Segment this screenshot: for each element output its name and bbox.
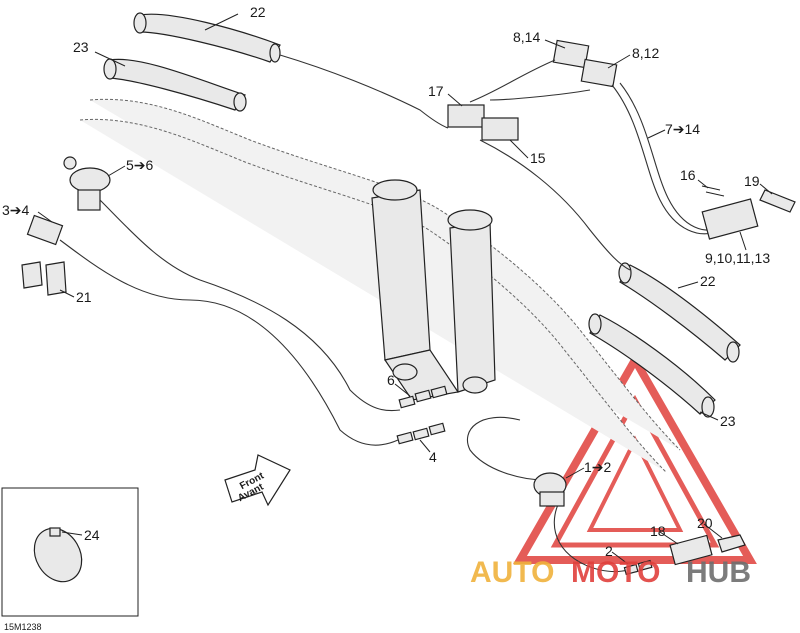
switch-1-2: [533, 472, 567, 507]
callout-22-top: 22: [250, 4, 266, 20]
callout-19: 19: [744, 173, 760, 189]
connector-8-12: [580, 58, 618, 88]
callout-24: 24: [84, 527, 100, 543]
connector-17: [447, 104, 485, 128]
callout-4: 4: [429, 449, 437, 465]
callout-3-4: 3➔4: [2, 202, 30, 218]
switch-3-4: [26, 214, 64, 246]
callout-17: 17: [428, 83, 444, 99]
harness-7-14: [611, 82, 726, 235]
leader-lines: [37, 13, 773, 565]
watermark-moto: MOTO: [571, 556, 660, 589]
tab-19: [759, 189, 796, 213]
thumb-heater-switch-5-6: [63, 156, 111, 211]
callout-5-6: 5➔6: [126, 157, 154, 173]
callout-7-14: 7➔14: [665, 121, 700, 137]
callout-16: 16: [680, 167, 696, 183]
callout-18: 18: [650, 523, 666, 539]
terminals-6: [398, 385, 448, 409]
wiring: [59, 54, 631, 573]
callout-6: 6: [387, 372, 395, 388]
callout-15: 15: [530, 150, 546, 166]
grip-heater-upper: [133, 12, 281, 63]
callout-23-lower: 23: [720, 413, 736, 429]
grip-lower: [588, 313, 716, 418]
callout-8-14: 8,14: [513, 29, 540, 45]
watermark-auto: AUTO: [470, 556, 554, 589]
connector-15: [481, 117, 519, 141]
callout-20: 20: [697, 515, 713, 531]
watermark-text: AUTO MOTO HUB: [470, 556, 751, 589]
drawing-code: 15M1238: [4, 622, 42, 632]
terminals-4: [396, 422, 446, 445]
callout-1-2: 1➔2: [584, 459, 612, 475]
front-arrow: Front Avant: [224, 454, 291, 507]
terminals-2: [623, 559, 653, 576]
connector-8-14: [552, 39, 590, 69]
watermark-logo: [513, 351, 757, 564]
connector-9-10-11-13: [701, 198, 759, 240]
clip-21: [21, 261, 67, 296]
callouts: 22 23 8,14 8,12 17 15 7➔14 16 19 5➔6 3➔4…: [2, 4, 770, 559]
connector-18: [669, 534, 713, 566]
callout-2: 2: [605, 543, 613, 559]
callout-9-10-11-13: 9,10,11,13: [705, 250, 770, 266]
callout-22-lower: 22: [700, 273, 716, 289]
inset-box: [1, 487, 139, 617]
callout-8-12: 8,12: [632, 45, 659, 61]
tab-20: [717, 534, 746, 553]
callout-21: 21: [76, 289, 92, 305]
pin-16: [701, 185, 725, 197]
watermark-hub: HUB: [686, 556, 751, 589]
callout-23-top: 23: [73, 39, 89, 55]
grip-heater-lower: [618, 262, 741, 363]
